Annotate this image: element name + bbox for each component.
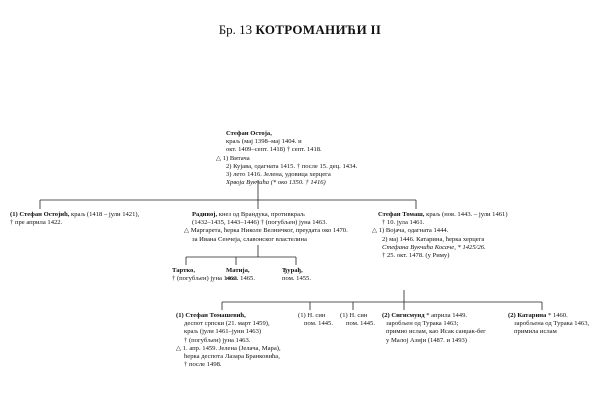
- person-detail: △ 1) Војача, одагната 1444.: [372, 227, 449, 235]
- person-detail: Стефана Вукчића Косаче, * 1425/26.: [382, 243, 486, 251]
- person-detail: заробљена од Турака 1463,: [514, 320, 590, 328]
- person-detail: примила ислам: [514, 328, 557, 336]
- person-name: Стефан Остоја,: [226, 130, 272, 137]
- person-detail: деспот српски (21. март 1459),: [184, 320, 270, 328]
- person-name: (2) Катарина: [508, 312, 547, 319]
- person-detail: Хрвоја Вукчића (* око 1350. † 1416): [226, 179, 326, 187]
- person-detail: * априла 1449.: [426, 312, 468, 319]
- person-detail: кнез од Врандука, противкраљ: [218, 211, 305, 218]
- person-stefan-ostojic: (1) Стефан Остојић, краљ (1418 – јули 14…: [10, 211, 139, 227]
- person-tartko: Тартко, † (погубљен) јуна 1463.: [172, 267, 238, 283]
- person-detail: 2) мај 1446. Катарина, ћерка херцега: [382, 235, 485, 243]
- person-detail: краљ (мај 1398–мај 1404. и: [226, 138, 302, 146]
- person-detail: (1432–1435, 1443–1446) † (погубљен) јуна…: [192, 219, 328, 227]
- person-detail: † (погубљен) јуна 1463.: [184, 336, 251, 344]
- person-detail: примио ислам, као Исак санџак-бег: [386, 328, 486, 336]
- table-number: Бр. 13: [218, 22, 253, 37]
- person-detail: пом. 1445.: [346, 320, 376, 328]
- person-name: Матија,: [226, 267, 250, 274]
- person-name: Тартко,: [172, 267, 196, 274]
- person-detail: у Малој Азији (1487. и 1493): [386, 336, 468, 344]
- person-name: (1) Н. син: [340, 312, 368, 319]
- person-detail: краљ (нов. 1443. – јули 1461): [426, 211, 508, 218]
- person-detail: * 1460.: [548, 312, 568, 319]
- person-radivoj: Радивој, кнез од Врандука, противкраљ (1…: [184, 211, 348, 244]
- person-detail: † 25. окт. 1478. (у Риму): [382, 252, 450, 260]
- person-name: Радивој,: [192, 211, 218, 218]
- person-stefan-tomasevic: (1) Стефан Томашевић, деспот српски (21.…: [176, 312, 281, 369]
- person-detail: † пре априла 1422.: [10, 219, 63, 227]
- person-name: (1) Н. син: [298, 312, 326, 319]
- person-detail: за Ивана Сенчеја, славонског властелина: [192, 235, 307, 243]
- person-detail: пом. 1465.: [226, 275, 256, 283]
- person-name: (2) Сигисмунд: [382, 312, 425, 319]
- person-detail: краљ (1418 – јули 1421),: [71, 211, 140, 218]
- person-unnamed-son-1: (1) Н. син пом. 1445.: [298, 312, 333, 328]
- person-katarina: (2) Катарина * 1460. заробљена од Турака…: [508, 312, 589, 337]
- person-detail: † после 1498.: [184, 361, 222, 369]
- person-sigismund: (2) Сигисмунд * априла 1449. заробљен од…: [382, 312, 486, 345]
- page-title: Бр. 13 КОТРОМАНИЋИ II: [0, 22, 600, 38]
- person-detail: † (погубљен) јуна 1463.: [172, 275, 239, 283]
- person-detail: окт. 1409–септ. 1418) † септ. 1418.: [226, 146, 322, 154]
- person-detail: пом. 1455.: [282, 275, 312, 283]
- person-stefan-ostoja: Стефан Остоја, краљ (мај 1398–мај 1404. …: [216, 130, 358, 187]
- person-detail: заробљен од Турака 1463;: [386, 320, 459, 328]
- person-detail: ћерка деспота Лазара Бранковића,: [184, 353, 280, 361]
- person-matija: Матија, пом. 1465.: [226, 267, 255, 283]
- person-stefan-tomas: Стефан Томаш, краљ (нов. 1443. – јули 14…: [372, 211, 508, 260]
- person-detail: 3) лето 1416. Јелена, удовица херцега: [226, 171, 331, 179]
- person-detail: △ Маргарета, ћерка Николе Велничког, пре…: [184, 227, 348, 235]
- person-djuradj: Ђурађ, пом. 1455.: [282, 267, 311, 283]
- person-detail: пом. 1445.: [304, 320, 334, 328]
- person-name: Ђурађ,: [282, 267, 303, 274]
- dynasty-name: КОТРОМАНИЋИ II: [255, 22, 382, 37]
- person-detail: △ 1. апр. 1459. Јелена (Јелача, Мара),: [176, 344, 281, 352]
- person-name: (1) Стефан Томашевић,: [176, 312, 246, 319]
- person-detail: краљ (јули 1461–јуни 1463): [184, 328, 262, 336]
- person-name: Стефан Томаш,: [378, 211, 425, 218]
- person-detail: 2) Кујава, одагната 1415. † после 15. де…: [226, 162, 358, 170]
- person-name: (1) Стефан Остојић,: [10, 211, 70, 218]
- person-detail: † 10. јула 1461.: [382, 219, 425, 227]
- person-detail: △ 1) Витача: [216, 154, 250, 162]
- person-unnamed-son-2: (1) Н. син пом. 1445.: [340, 312, 375, 328]
